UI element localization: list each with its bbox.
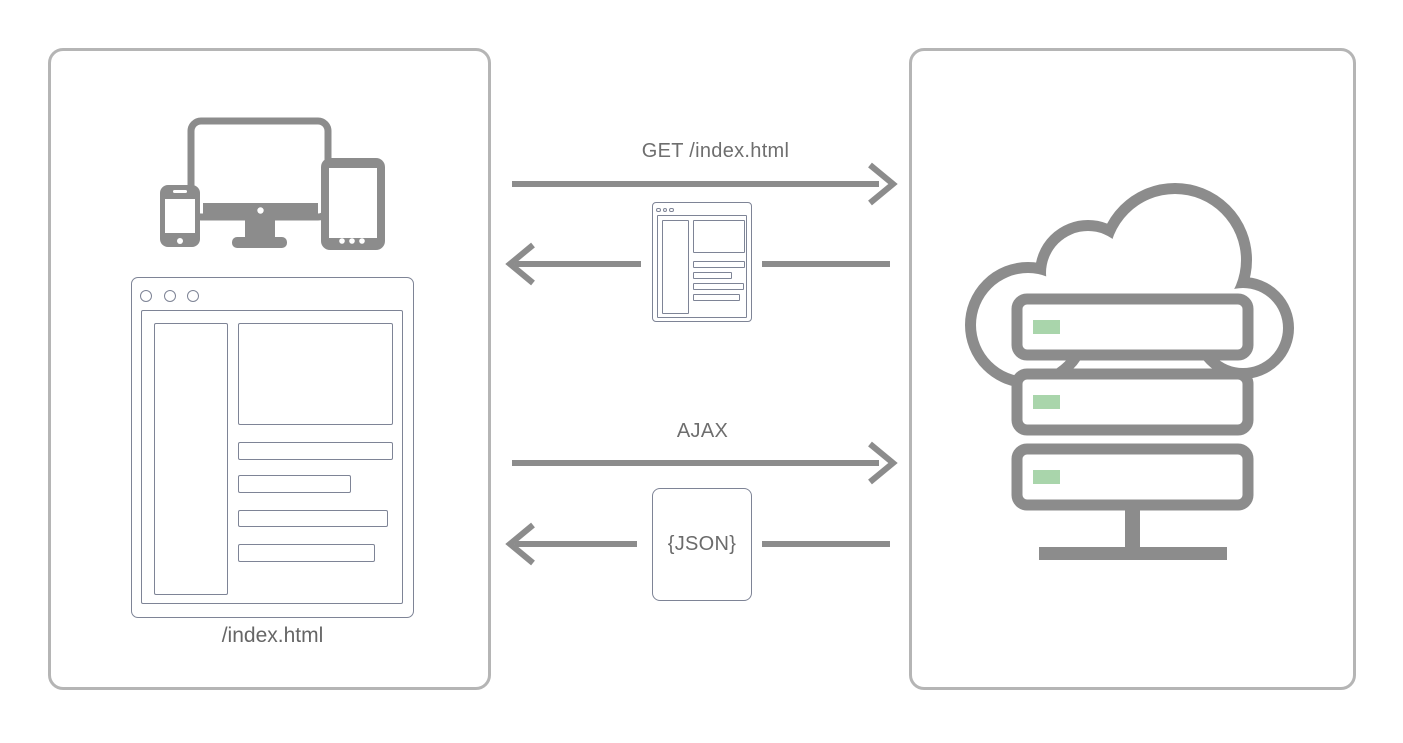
mini-browser-page-icon [652,202,752,322]
client-page-label: /index.html [221,624,324,647]
window-control-dot [662,207,667,212]
get-request-label: GET /index.html [641,140,790,162]
server-led [1033,470,1060,484]
server-led [1033,395,1060,409]
html-response-arrow [505,242,890,286]
wireframe-text-bar [693,261,745,268]
wireframe-text-bar [238,510,388,527]
smartphone-icon [160,185,200,247]
browser-viewport [657,215,747,318]
wireframe-text-bar [238,544,375,562]
window-control-dot [656,207,661,212]
ajax-request-label: AJAX [676,420,729,442]
wireframe-text-bar [238,475,351,493]
window-control-dot [187,290,199,302]
window-control-dot [140,290,152,302]
tablet-icon [321,158,385,250]
client-panel: /index.html [48,48,491,690]
json-response-arrow [505,522,890,566]
browser-viewport [141,310,403,604]
wireframe-text-bar [238,442,393,460]
ajax-request-arrow [512,441,898,485]
cloud-server-icon [965,183,1294,560]
wireframe-sidebar [662,220,689,314]
json-response-box: {JSON} [652,488,752,601]
json-response-text: {JSON} [667,533,737,555]
monitor-icon [187,117,332,221]
responsive-devices-icon [160,117,385,250]
window-control-dot [669,207,674,212]
wireframe-text-bar [693,272,732,279]
wireframe-hero-block [238,323,393,425]
window-control-dot [164,290,176,302]
server-led [1033,320,1060,334]
wireframe-sidebar [154,323,228,595]
wireframe-text-bar [693,294,740,301]
wireframe-hero-block [693,220,745,253]
browser-window-wireframe [131,277,414,618]
wireframe-text-bar [693,283,744,290]
get-request-arrow [512,162,898,206]
server-rack-icon [1011,293,1254,511]
